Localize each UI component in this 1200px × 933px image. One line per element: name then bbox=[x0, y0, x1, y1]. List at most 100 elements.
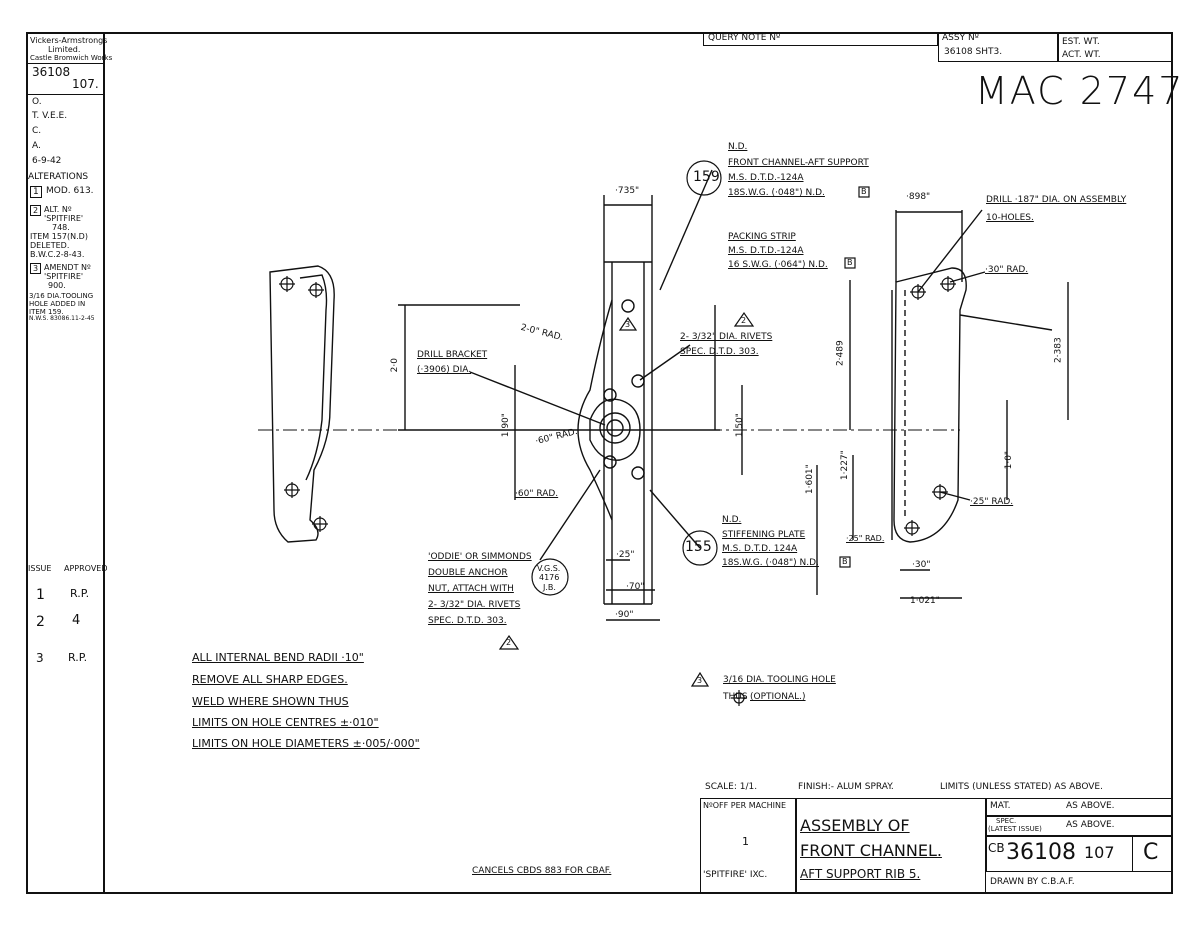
left-drawing-no-top: 36108 bbox=[32, 65, 71, 79]
dwg-letter-box bbox=[1132, 836, 1173, 872]
left-alt-note-0: 3/16 DIA.TOOLING bbox=[29, 292, 94, 300]
dim-1601: 1·601" bbox=[804, 464, 815, 495]
leader-rad25 bbox=[939, 491, 971, 501]
company-line-2: Limited. bbox=[48, 45, 81, 54]
query-note-box bbox=[703, 32, 938, 46]
machine: 'SPITFIRE' IXC. bbox=[703, 870, 768, 880]
callout-155-circle bbox=[682, 530, 718, 566]
dim-898: ·898" bbox=[906, 192, 931, 202]
approved-3: R.P. bbox=[68, 651, 88, 664]
left-alt2-l0: ALT. Nº bbox=[44, 205, 72, 214]
limits: LIMITS (UNLESS STATED) AS ABOVE. bbox=[940, 782, 1103, 792]
stiff-gauge: 18S.W.G. (·048") N.D. bbox=[722, 558, 819, 568]
vgs-l2: J.B. bbox=[543, 583, 556, 592]
leader-rad30 bbox=[949, 271, 986, 283]
leader-drill187 bbox=[917, 209, 983, 293]
left-alt-note-1: HOLE ADDED IN bbox=[29, 300, 86, 308]
act-wt: ACT. WT. bbox=[1062, 50, 1101, 60]
left-alt2-l1: 'SPITFIRE' bbox=[44, 214, 84, 223]
cb-prefix: CB bbox=[988, 841, 1005, 855]
part-155: 155 bbox=[685, 539, 712, 555]
left-drawing-no-bottom: 107. bbox=[72, 77, 99, 91]
drawn-by: DRAWN BY C.B.A.F. bbox=[990, 877, 1075, 887]
left-alt2-l4: DELETED. bbox=[30, 241, 70, 250]
assy-no: 36108 SHT3. bbox=[944, 47, 1003, 57]
dim-2383: 2·383 bbox=[1053, 337, 1064, 364]
rivets-label: 2- 3/32" DIA. RIVETS bbox=[680, 332, 773, 342]
dim-1227: 1·227" bbox=[839, 450, 850, 481]
issue-label: ISSUE bbox=[28, 564, 52, 573]
left-alt1-num: 1 bbox=[30, 186, 42, 199]
dim-2489: 2·489 bbox=[835, 340, 846, 367]
assy-label: ASSY Nº bbox=[942, 33, 979, 43]
mat-label: MAT. bbox=[990, 801, 1011, 811]
part-159: 159 bbox=[693, 169, 720, 185]
note-sharp-edges: REMOVE ALL SHARP EDGES. bbox=[192, 673, 348, 686]
rad-30: ·30" RAD. bbox=[985, 265, 1029, 275]
left-alt-note-2: ITEM 159. bbox=[29, 308, 64, 316]
noff-value: 1 bbox=[742, 835, 749, 848]
tooling-optional: (OPTIONAL.) bbox=[750, 692, 806, 702]
mat-value: AS ABOVE. bbox=[1066, 801, 1115, 811]
dim-20: 2·0 bbox=[389, 358, 400, 373]
left-alt3-num: 3 bbox=[30, 263, 42, 275]
tri-label-3a: 3 bbox=[625, 320, 631, 329]
query-note: QUERY NOTE Nº bbox=[708, 33, 781, 43]
hole-right-upper bbox=[631, 374, 645, 388]
scale: SCALE: 1/1. bbox=[705, 782, 758, 792]
tri-label-3b: 3 bbox=[697, 676, 703, 685]
packing-mat: M.S. D.T.D.-124A bbox=[728, 246, 804, 256]
rivet-bottom bbox=[603, 455, 617, 469]
nd-bottom: N.D. bbox=[722, 515, 742, 525]
tooling-hole bbox=[621, 299, 635, 313]
left-alt2-num: 2 bbox=[30, 205, 42, 217]
stiff-mat: M.S. D.T.D. 124A bbox=[722, 544, 798, 554]
centre-hole-outer bbox=[599, 412, 631, 444]
left-a: A. bbox=[32, 141, 41, 151]
dim-30: ·30" bbox=[912, 560, 931, 570]
left-cell-dwg bbox=[26, 63, 105, 95]
dim-150: 1·50" bbox=[734, 413, 745, 438]
left-c: C. bbox=[32, 126, 42, 136]
leader-rivets bbox=[639, 344, 691, 381]
packing-strip: PACKING STRIP bbox=[728, 232, 796, 242]
noff-label: NºOFF PER MACHINE bbox=[703, 801, 787, 810]
leader-oddie bbox=[539, 469, 601, 561]
issue-3: 3 bbox=[36, 651, 44, 665]
cancels-note: CANCELS CBDS 883 FOR CBAF. bbox=[472, 866, 612, 876]
left-o: O. bbox=[32, 97, 42, 107]
noff-box bbox=[700, 798, 796, 894]
note-hole-diameters: LIMITS ON HOLE DIAMETERS ±·005/·000" bbox=[192, 737, 420, 750]
oddie-l4: SPEC. D.T.D. 303. bbox=[428, 616, 507, 626]
title-line-2: FRONT CHANNEL. bbox=[800, 841, 942, 860]
spec-box bbox=[986, 816, 1173, 836]
left-tvee: T. V.E.E. bbox=[32, 111, 68, 121]
tri-label-2a: 2 bbox=[741, 316, 747, 325]
title-line-3: AFT SUPPORT RIB 5. bbox=[800, 867, 921, 881]
tri-3b bbox=[690, 671, 710, 687]
left-bracket-outline bbox=[269, 265, 335, 543]
leader-rad-curve bbox=[959, 314, 1053, 331]
front-channel-label: FRONT CHANNEL-AFT SUPPORT bbox=[728, 158, 869, 168]
assy-box bbox=[938, 32, 1058, 62]
left-alt2-l2: 748. bbox=[52, 223, 70, 232]
front-channel-gauge: 18S.W.G. (·048") N.D. bbox=[728, 188, 825, 198]
dim-1021: 1·021" bbox=[910, 596, 940, 606]
dim-70: ·70" bbox=[626, 582, 645, 592]
tri-2b bbox=[498, 634, 520, 650]
nd-top: N.D. bbox=[728, 142, 748, 152]
vgs-l0: V.G.S. bbox=[537, 564, 561, 573]
oddie-l3: 2- 3/32" DIA. RIVETS bbox=[428, 600, 521, 610]
issue-1: 1 bbox=[36, 587, 45, 603]
stiffening-plate: STIFFENING PLATE bbox=[722, 530, 806, 540]
handwritten-number: MAC 2747 bbox=[975, 69, 1185, 113]
rad-25b: ·25" RAD. bbox=[846, 534, 885, 543]
oddie-l0: 'ODDIE' OR SIMMONDS bbox=[428, 552, 532, 562]
tri-label-2b: 2 bbox=[506, 638, 512, 647]
left-alt2-l5: B.W.C.2-8-43. bbox=[30, 250, 85, 259]
tooling-note: 3/16 DIA. TOOLING HOLE bbox=[723, 675, 836, 685]
box-b-label-3: B bbox=[842, 557, 848, 566]
dwg-letter: C bbox=[1143, 840, 1159, 865]
left-alterations: ALTERATIONS bbox=[28, 172, 89, 182]
oddie-l2: NUT, ATTACH WITH bbox=[428, 584, 514, 594]
